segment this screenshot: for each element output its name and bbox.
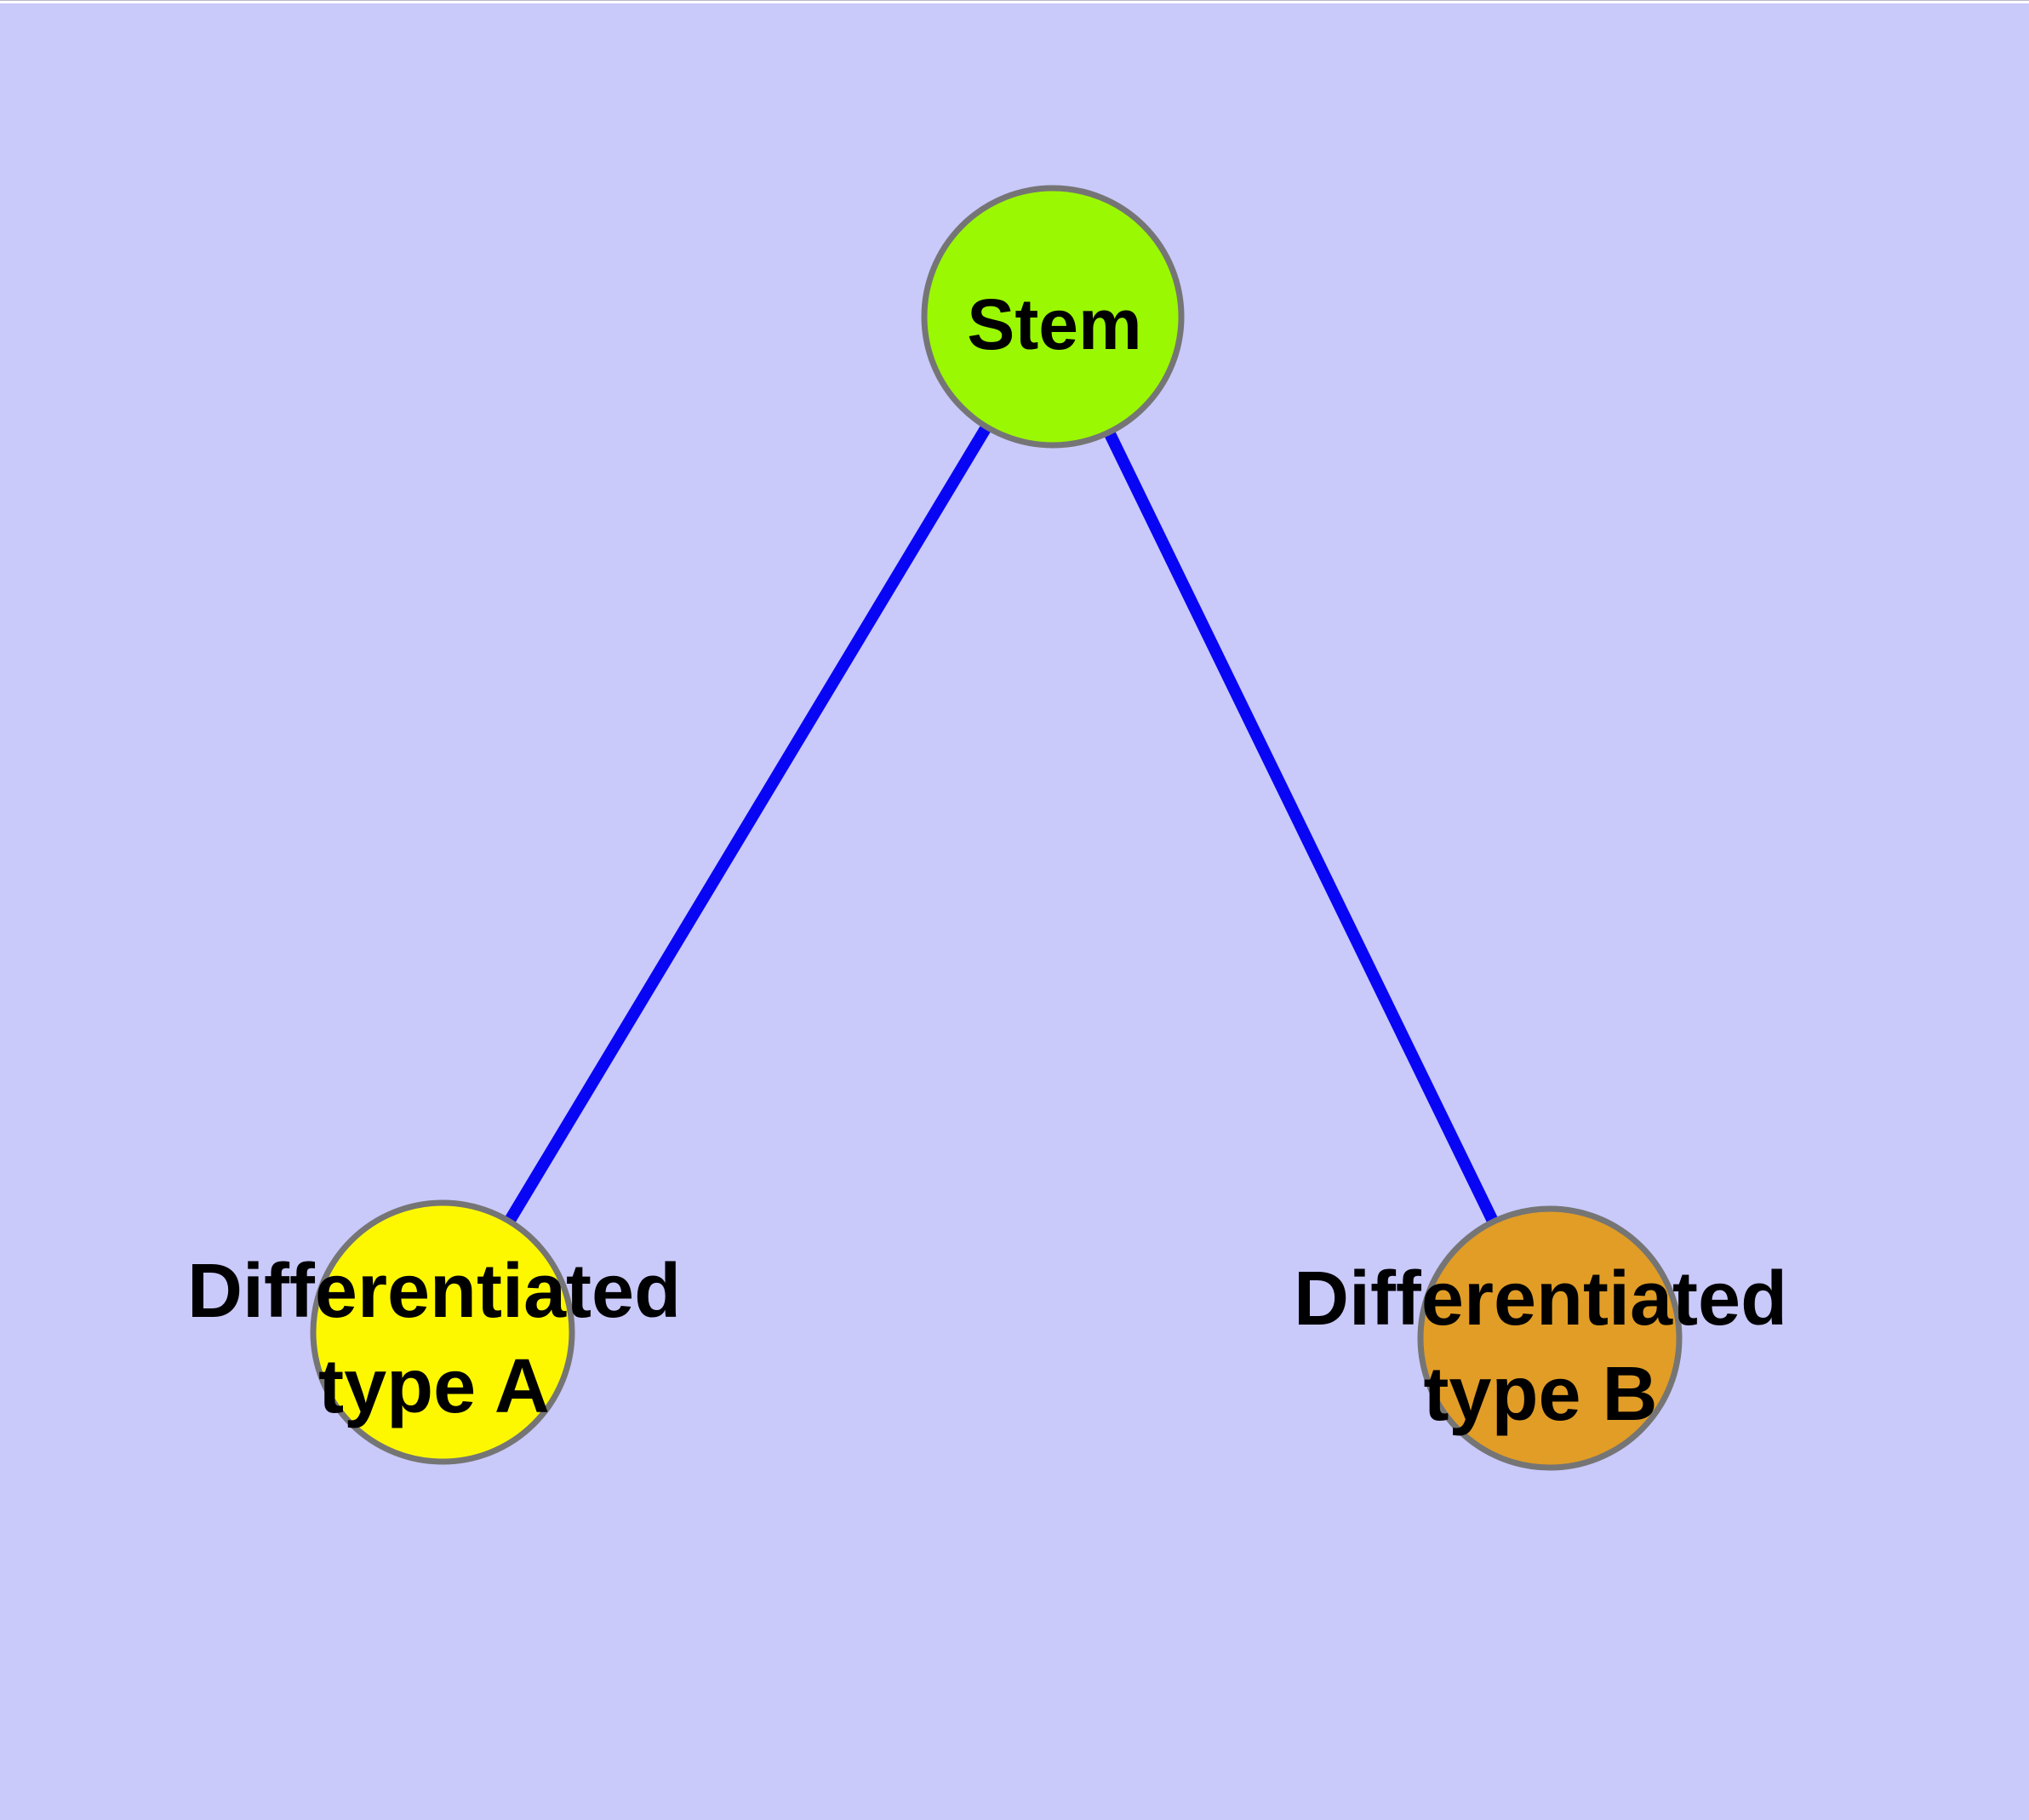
type-b-node-label: Differentiated type B	[1294, 1251, 1787, 1442]
edge-stem-to-type-b	[1047, 313, 1556, 1342]
stem-node-label: Stem	[967, 284, 1142, 364]
diagram-canvas: Stem Differentiated type A Differentiate…	[0, 3, 2029, 1820]
graph-svg	[310, 185, 1683, 1471]
stem-node-circle	[921, 185, 1185, 449]
type-a-label-line2: type A	[318, 1344, 550, 1429]
type-a-node-label: Differentiated type A	[187, 1244, 681, 1434]
type-b-label-line2: type B	[1423, 1352, 1658, 1437]
type-b-label-line1: Differentiated	[1293, 1256, 1788, 1342]
type-a-label-line1: Differentiated	[186, 1249, 682, 1334]
edge-stem-to-type-a	[437, 313, 1058, 1336]
top-margin-strip	[0, 0, 2029, 3]
type-b-node-circle	[1417, 1205, 1683, 1471]
type-a-node-circle	[310, 1199, 575, 1465]
